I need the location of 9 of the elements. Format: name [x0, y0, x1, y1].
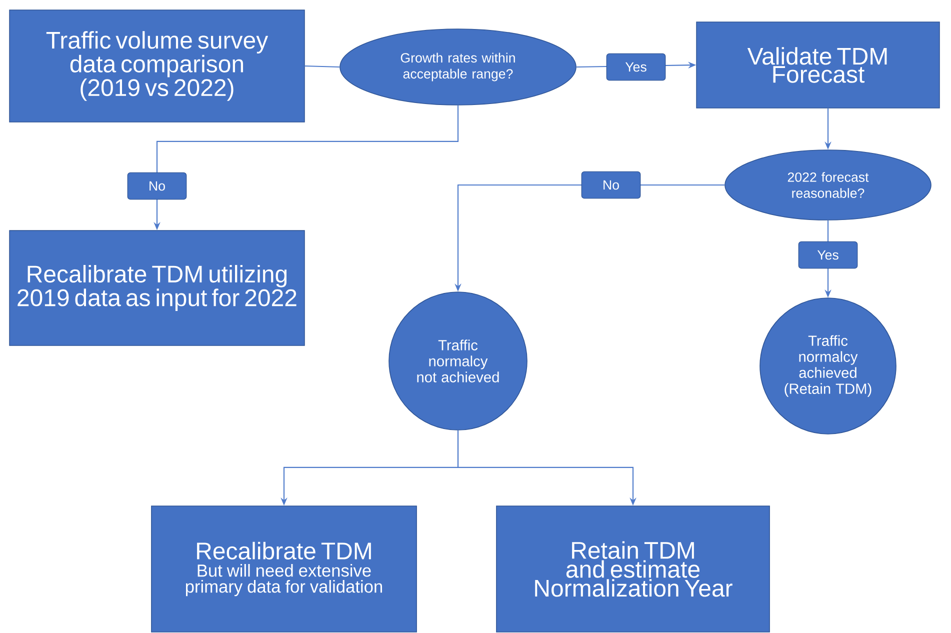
edge-label: Yes: [606, 53, 666, 81]
edge-label: No: [581, 171, 641, 199]
process-box: Recalibrate TDM utilizing 2019 data as input for 2022: [9, 230, 305, 346]
process-box: Traffic volume survey data comparison (2019 vs 2022): [9, 10, 305, 122]
edge-label: No: [127, 172, 187, 200]
process-box: Recalibrate TDM But will need extensive primary data for validation: [151, 506, 417, 632]
process-box: Retain TDM and estimate Normalization Year: [496, 506, 770, 632]
process-box: Validate TDM Forecast: [696, 22, 940, 108]
edge-label: Yes: [798, 241, 858, 269]
